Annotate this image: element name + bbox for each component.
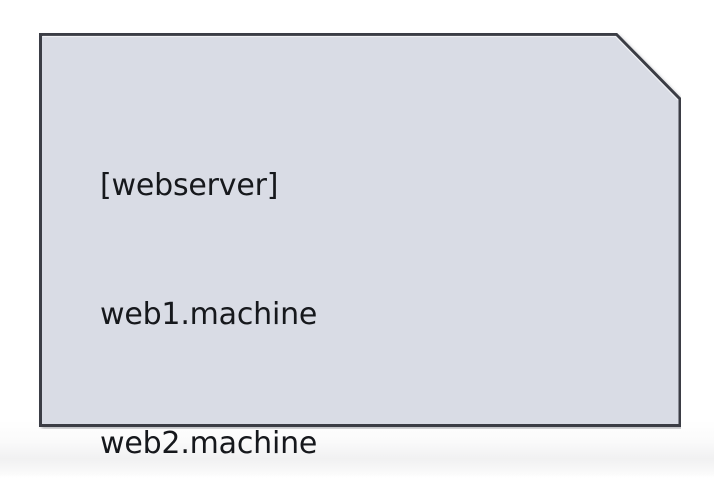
chamfered-rectangle-svg [39,33,681,427]
inventory-line-web1-host: web1.machine [100,297,318,332]
inventory-text-block: [webserver] web1.machine web2.machine we… [100,78,620,478]
inventory-line-webserver-group: [webserver] [100,168,279,203]
note-inner-highlight [42,35,679,101]
inventory-note-shape [37,31,681,429]
inventory-line-web2-host: web2.machine [100,426,318,461]
note-body-path [39,33,681,427]
